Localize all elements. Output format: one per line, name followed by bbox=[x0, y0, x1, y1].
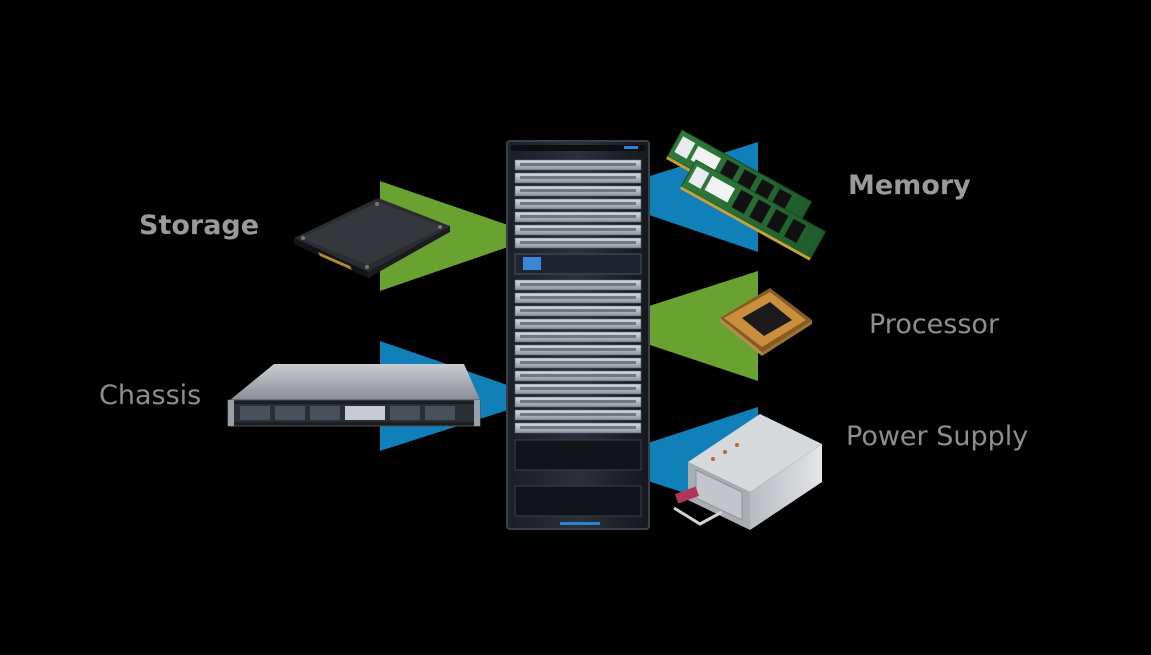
rack-blade-slot bbox=[520, 413, 636, 416]
power-supply-label: Power Supply bbox=[846, 421, 1029, 452]
rack-blade-slot bbox=[520, 241, 636, 244]
rack-blade-slot bbox=[520, 283, 636, 286]
rack-blade-slot bbox=[520, 215, 636, 218]
processor-label: Processor bbox=[869, 309, 1000, 340]
processor-connector bbox=[590, 271, 758, 381]
rack-blade-slot bbox=[520, 361, 636, 364]
ssd-drive-image bbox=[294, 198, 450, 278]
rack-blade-slot bbox=[520, 374, 636, 377]
ram-modules-image bbox=[666, 129, 827, 261]
rack-blade-slot bbox=[520, 348, 636, 351]
rack-server-chassis-image bbox=[227, 364, 481, 427]
rack-blade-slot bbox=[520, 426, 636, 429]
rack-blades bbox=[514, 159, 642, 434]
server-rack bbox=[506, 140, 650, 530]
rack-blade-slot bbox=[520, 176, 636, 179]
rack-blade-slot bbox=[520, 189, 636, 192]
rack-blade-slot bbox=[520, 163, 636, 166]
rack-blade-slot bbox=[520, 309, 636, 312]
rack-blade-slot bbox=[520, 322, 636, 325]
rack-blade-slot bbox=[520, 387, 636, 390]
cpu-chip-image bbox=[720, 288, 812, 356]
storage-label: Storage bbox=[139, 210, 260, 241]
rack-blade-slot bbox=[520, 296, 636, 299]
storage-connector bbox=[380, 181, 540, 291]
power-supply-unit-image bbox=[673, 414, 822, 530]
rack-blade-slot bbox=[520, 228, 636, 231]
rack-blade-slot bbox=[520, 400, 636, 403]
chassis-label: Chassis bbox=[99, 380, 202, 411]
rack-blade-slot bbox=[520, 202, 636, 205]
memory-label: Memory bbox=[848, 170, 971, 201]
rack-blade-slot bbox=[520, 335, 636, 338]
